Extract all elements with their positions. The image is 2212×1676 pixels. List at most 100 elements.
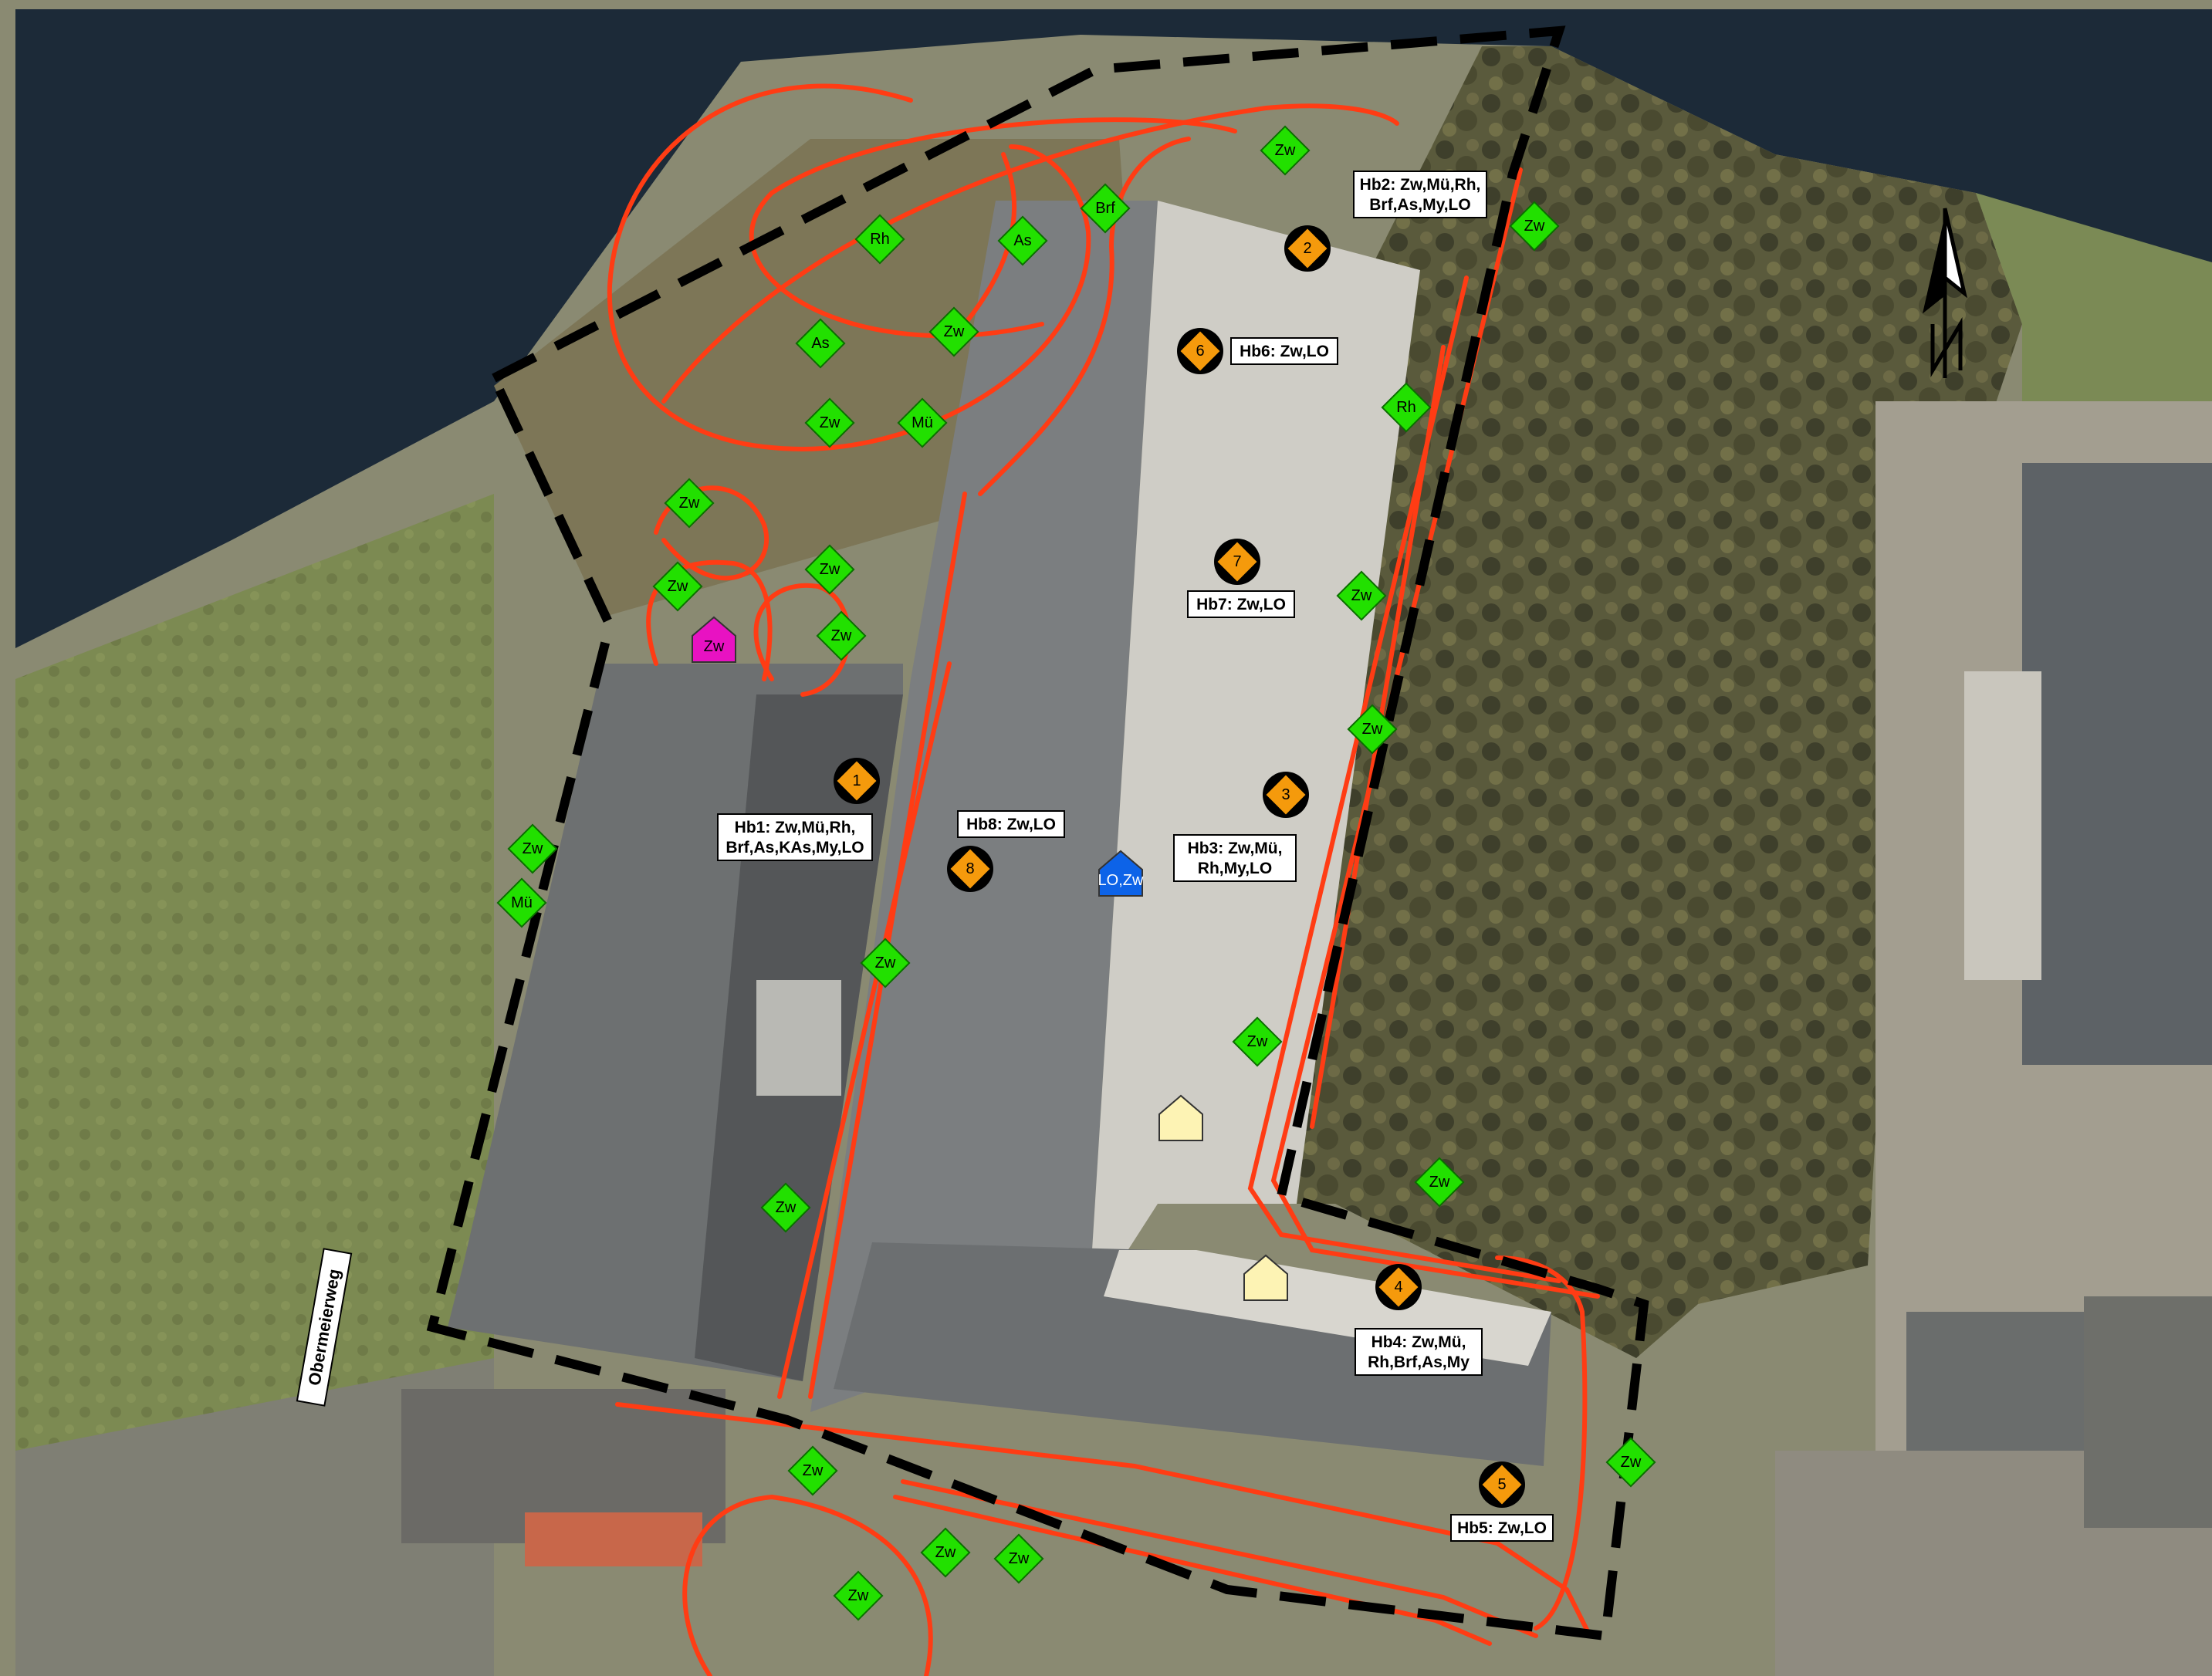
species-marker: Zw [920,1527,971,1578]
roost-label: Hb6: Zw,LO [1230,337,1338,365]
species-marker: Zw [507,823,558,874]
nest-box-marker: Zw [692,616,736,663]
roost-label-line: Hb1: Zw,Mü,Rh, [735,819,856,836]
species-marker: Rh [1381,382,1432,433]
species-marker: Mü [496,877,547,928]
species-marker: Zw [760,1182,811,1233]
species-marker: Zw [860,938,911,988]
roost-label: Hb4: Zw,Mü,Rh,Brf,As,My [1355,1328,1483,1376]
roost-label-line: Hb7: Zw,LO [1196,596,1286,613]
roost-number: 7 [1233,553,1241,570]
river [15,9,2212,648]
nest-box-marker: LO,Zw [1098,850,1144,897]
species-marker-label: Zw [668,578,688,595]
species-marker-label: Zw [820,414,840,431]
species-marker-label: Rh [870,231,890,248]
species-marker-label: Mü [511,894,533,911]
roost-site-6: 6 Hb6: Zw,LO [1177,328,1338,374]
roost-number: 6 [1196,343,1204,360]
species-marker-label: Zw [944,323,965,340]
species-marker: Zw [1605,1437,1656,1488]
species-marker: Zw [816,610,867,661]
nest-box-label: LO,Zw [1098,872,1144,889]
species-marker: Zw [1260,125,1311,176]
species-marker-label: Zw [831,627,852,644]
bottom-street [15,1358,494,1676]
roost-label-line: Hb3: Zw,Mü, [1188,840,1283,857]
species-marker: Zw [1414,1157,1465,1208]
species-marker-label: As [811,335,829,352]
species-marker: Zw [1336,570,1387,621]
roost-label: Hb8: Zw,LO [957,810,1065,838]
species-marker: Zw [928,306,979,357]
species-marker: Zw [664,478,715,529]
roost-label: Hb5: Zw,LO [1450,1514,1554,1542]
species-marker: Zw [1232,1016,1283,1067]
roost-marker: 5 [1479,1461,1525,1508]
species-marker: Zw [652,561,703,612]
species-marker: As [997,215,1048,266]
building-middle-wing [810,201,1158,1412]
species-marker: As [795,318,846,369]
species-marker-label: Zw [935,1544,956,1561]
species-marker-label: Zw [820,561,840,578]
species-marker: Rh [854,214,905,265]
roost-number: 3 [1281,786,1290,803]
wooded-area [1266,46,2022,1358]
species-marker-label: Zw [1524,218,1545,235]
species-marker-label: Zw [803,1462,824,1479]
roost-label-line: Brf,As,KAs,My,LO [725,839,864,857]
species-marker: Zw [1347,704,1398,755]
species-marker-label: Mü [912,414,933,431]
roost-label-line: Hb6: Zw,LO [1240,343,1329,360]
species-marker-label: Zw [776,1199,797,1216]
roost-label-line: Hb8: Zw,LO [966,816,1056,833]
species-marker-label: Zw [1621,1454,1642,1471]
roost-label-line: Hb5: Zw,LO [1457,1519,1547,1537]
roost-marker: 3 [1263,772,1309,818]
roost-label: Hb7: Zw,LO [1187,590,1295,618]
roost-label: Hb3: Zw,Mü, Rh,My,LO [1173,834,1297,882]
species-marker-label: Zw [679,495,700,512]
species-marker: Zw [833,1570,884,1621]
species-marker: Brf [1080,183,1131,234]
roost-marker: 1 [834,758,880,804]
roost-label: Hb1: Zw,Mü,Rh, Brf,As,KAs,My,LO [717,813,873,861]
species-marker-label: Rh [1396,399,1416,416]
roost-number: 8 [966,860,974,877]
species-marker: Zw [993,1533,1044,1584]
nest-box-marker [1243,1254,1288,1301]
species-marker-label: Brf [1095,200,1115,217]
species-marker: Zw [804,397,855,448]
species-marker-label: Zw [848,1587,869,1604]
roost-number: 5 [1497,1476,1506,1493]
species-marker: Mü [897,397,948,448]
roost-label-line: Hb2: Zw,Mü,Rh, [1360,176,1481,194]
roost-marker: 8 [947,846,993,892]
species-marker-label: Zw [875,955,896,971]
roost-marker: 4 [1375,1264,1422,1310]
nest-box-marker [1158,1094,1203,1141]
building-east-wing [1088,201,1420,1312]
industrial-building-4 [2084,1296,2212,1528]
species-marker-label: Zw [1351,587,1372,604]
roost-marker: 2 [1284,225,1331,272]
species-marker: Zw [1509,201,1560,252]
industrial-building-2 [1964,671,2041,980]
roost-label: Hb2: Zw,Mü,Rh,Brf,As,My,LO [1353,171,1487,218]
roost-number: 2 [1303,240,1311,257]
roost-site-2: 2 Hb2: Zw,Mü,Rh,Brf,As,My,LO [1284,171,1487,272]
roost-number: 1 [852,772,861,789]
roost-label-line: Rh,My,LO [1198,860,1272,877]
industrial-building-1 [2022,463,2212,1065]
roost-site-8: 8 Hb8: Zw,LO [947,810,1065,892]
species-marker-label: Zw [1275,142,1296,159]
species-marker-label: Zw [1362,721,1383,738]
